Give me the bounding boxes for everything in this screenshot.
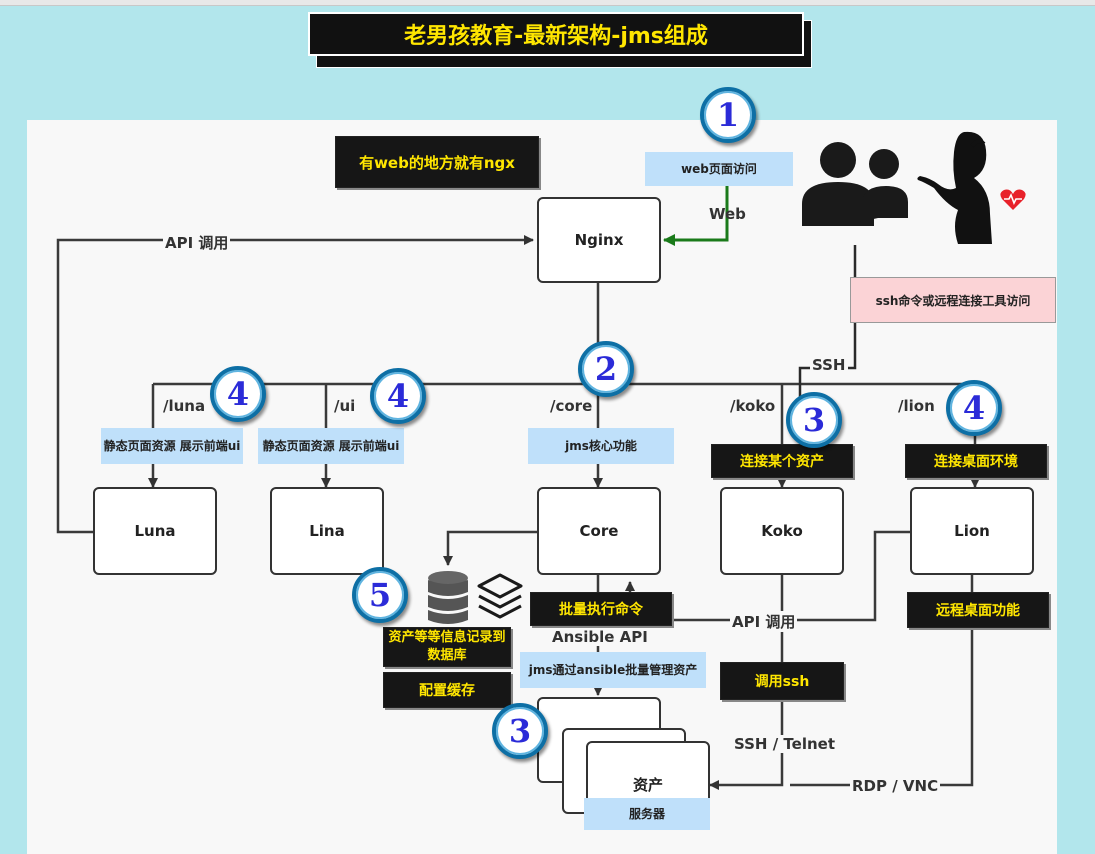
connect-asset-label: 连接某个资产	[711, 444, 853, 478]
lina-node: Lina	[270, 487, 384, 575]
luna-api-line	[56, 235, 534, 534]
ssh-telnet-label: SSH / Telnet	[732, 735, 837, 753]
window-top-strip	[0, 0, 1095, 6]
ssh-edge-label: SSH	[810, 356, 848, 374]
lina-static-note: 静态页面资源 展示前端ui	[258, 428, 404, 464]
api-call-top-label: API 调用	[163, 232, 231, 253]
call-ssh-label: 调用ssh	[720, 662, 844, 700]
api-call-mid-label: API 调用	[730, 611, 798, 632]
luna-path-label: /luna	[163, 397, 206, 415]
heart-icon	[1000, 189, 1026, 210]
web-access-arrow	[663, 182, 729, 246]
ansible-api-label: Ansible API	[550, 628, 650, 646]
step-3-asset-badge: 3	[492, 703, 548, 759]
koko-node: Koko	[720, 487, 844, 575]
ui-path-label: /ui	[334, 397, 356, 415]
step-3-koko-badge: 3	[786, 392, 842, 448]
database-icon	[428, 571, 468, 624]
connect-desktop-label: 连接桌面环境	[905, 444, 1047, 478]
core-node: Core	[537, 487, 661, 575]
luna-static-note: 静态页面资源 展示前端ui	[101, 428, 243, 464]
step-4-lina-badge: 4	[370, 368, 426, 424]
web-edge-label: Web	[709, 205, 746, 223]
luna-node: Luna	[93, 487, 217, 575]
layers-icon	[477, 573, 523, 619]
step-1-badge: 1	[700, 87, 756, 143]
lion-node: Lion	[910, 487, 1034, 575]
asset-db-label: 资产等等信息记录到数据库	[383, 627, 511, 667]
batch-exec-label: 批量执行命令	[530, 592, 672, 626]
remote-desktop-label: 远程桌面功能	[907, 592, 1049, 628]
core-path-label: /core	[550, 397, 593, 415]
ssh-access-note: ssh命令或远程连接工具访问	[850, 277, 1056, 323]
step-2-badge: 2	[578, 341, 634, 397]
step-4-lion-badge: 4	[946, 380, 1002, 436]
woman-silhouette-icon	[917, 131, 992, 244]
rdp-vnc-label: RDP / VNC	[850, 777, 941, 795]
config-cache-label: 配置缓存	[383, 672, 511, 708]
ansible-manage-note: jms通过ansible批量管理资产	[520, 652, 706, 688]
web-access-note: web页面访问	[645, 152, 793, 186]
step-5-badge: 5	[352, 567, 408, 623]
nginx-node: Nginx	[537, 197, 661, 283]
server-note: 服务器	[584, 798, 710, 830]
users-icon	[802, 142, 908, 226]
koko-path-label: /koko	[730, 397, 776, 415]
diagram-title: 老男孩教育-最新架构-jms组成	[308, 12, 804, 56]
nginx-banner: 有web的地方就有ngx	[335, 136, 539, 188]
step-4-luna-badge: 4	[210, 366, 266, 422]
lion-path-label: /lion	[898, 397, 935, 415]
core-function-note: jms核心功能	[528, 428, 674, 464]
